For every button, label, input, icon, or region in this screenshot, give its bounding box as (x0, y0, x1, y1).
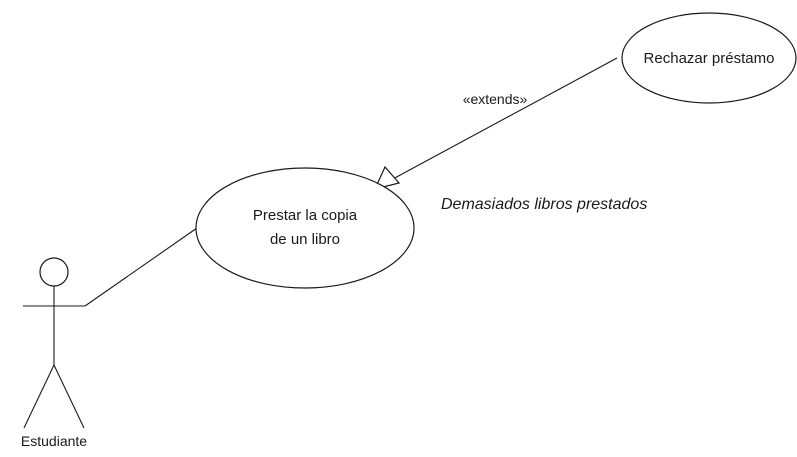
association-line (84, 227, 198, 307)
use-case-prestar-line-2: de un libro (270, 231, 340, 248)
use-case-prestar-ellipse (195, 167, 415, 289)
actor-right-leg (53, 364, 85, 429)
use-case-prestar[interactable]: Prestar la copia de un libro (195, 167, 415, 289)
extends-arrowhead (373, 165, 401, 190)
actor-estudiante[interactable]: Estudiante (21, 257, 87, 449)
extends-condition-label: Demasiados libros prestados (441, 196, 647, 213)
use-case-rechazar-ellipse (621, 12, 797, 104)
use-case-rechazar-label: Rechazar préstamo (644, 50, 775, 67)
use-case-prestar-line-1: Prestar la copia (253, 207, 358, 224)
use-case-rechazar[interactable]: Rechazar préstamo (621, 12, 797, 104)
actor-head (39, 257, 69, 287)
extends-line (390, 57, 618, 181)
actor-left-leg (23, 364, 55, 429)
extends-stereotype-label: «extends» (463, 91, 528, 107)
actor-name-label: Estudiante (21, 433, 87, 449)
